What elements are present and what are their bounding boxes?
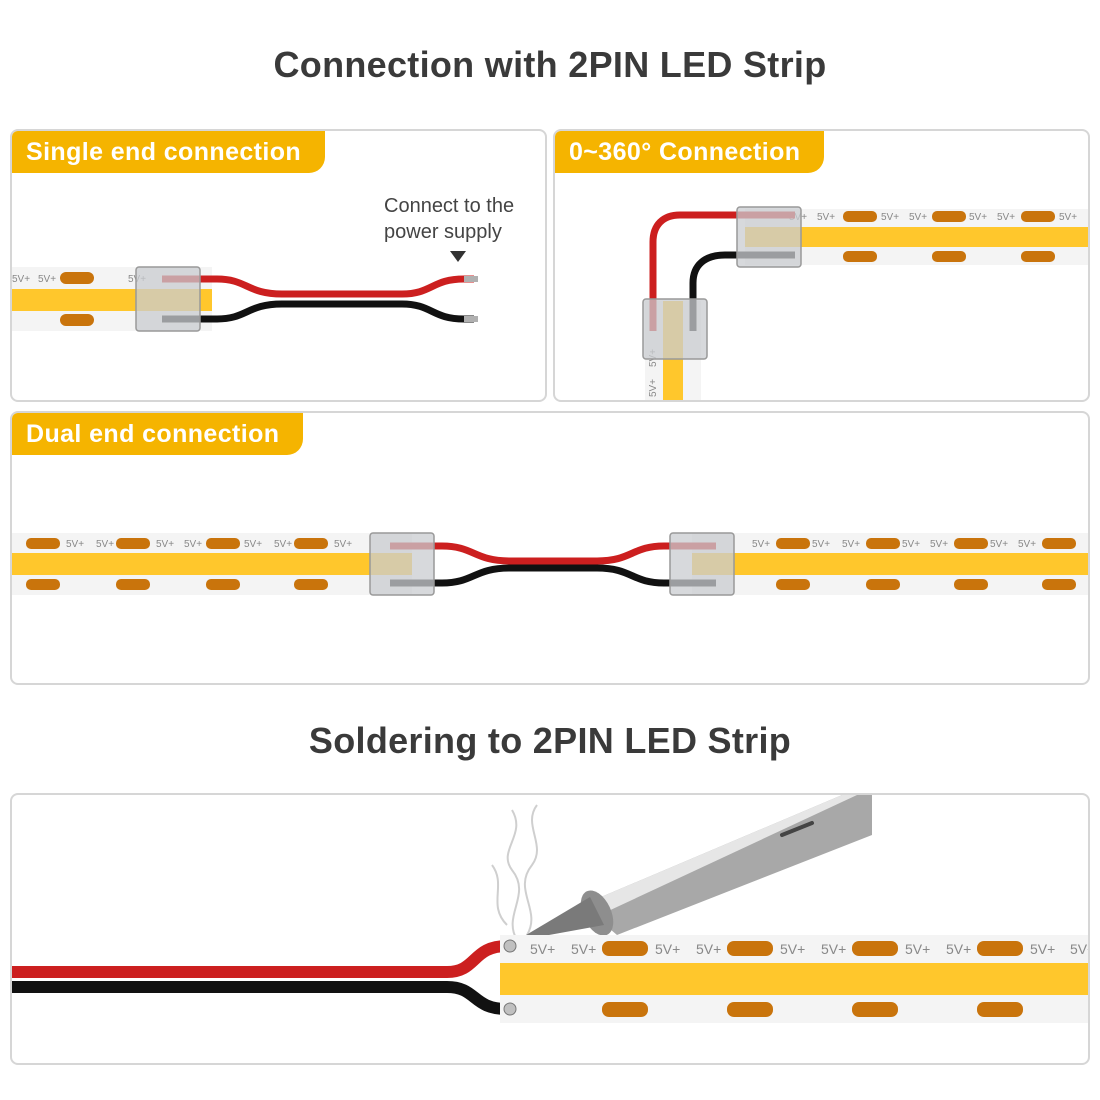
strip-marking: 5V+ bbox=[655, 941, 680, 957]
strip-marking: 5V+ bbox=[909, 212, 927, 223]
soldering-iron-icon bbox=[516, 795, 872, 941]
led-strip: 5V+ 5V+ 5V+ 5V+ 5V+ 5V+ 5V+ 5V+ 5V+ 5V+ bbox=[500, 935, 1090, 1023]
strip-marking: 5V+ bbox=[12, 274, 30, 285]
single-end-diagram: 5V+ 5V+ 5V+ bbox=[12, 266, 478, 332]
strip-marking: 5V+ bbox=[571, 941, 596, 957]
strip-marking: 5V+ bbox=[1070, 941, 1090, 957]
smoke-icon bbox=[491, 804, 538, 941]
callout-text: Connect to the power supply bbox=[384, 193, 514, 245]
strip-marking: 5V+ bbox=[96, 539, 114, 550]
strip-marking: 5V+ bbox=[990, 539, 1008, 550]
dual-end-diagram: 5V+ 5V+ 5V+ 5V+ 5V+ 5V+ 5V+ 5V+ 5V+ 5V+ … bbox=[12, 532, 1088, 596]
connector-clip bbox=[369, 532, 435, 596]
connector-clip bbox=[135, 266, 201, 332]
strip-marking: 5V+ bbox=[902, 539, 920, 550]
strip-marking: 5V+ bbox=[696, 941, 721, 957]
strip-marking: 5V+ bbox=[156, 539, 174, 550]
left-led-strip: 5V+ 5V+ 5V+ 5V+ 5V+ 5V+ 5V+ bbox=[12, 533, 412, 595]
strip-marking: 5V+ bbox=[1030, 941, 1055, 957]
solder-joint bbox=[503, 939, 517, 953]
strip-marking: 5V+ bbox=[274, 539, 292, 550]
strip-marking: 5V+ bbox=[38, 274, 56, 285]
callout-line-2: power supply bbox=[384, 221, 502, 243]
connector-clip bbox=[669, 532, 735, 596]
strip-marking: 5V+ bbox=[946, 941, 971, 957]
soldering-panel: 5V+ 5V+ 5V+ 5V+ 5V+ 5V+ 5V+ 5V+ 5V+ 5V+ bbox=[10, 793, 1090, 1065]
black-wire bbox=[162, 300, 474, 323]
strip-marking: 5V+ bbox=[244, 539, 262, 550]
angle-connection-panel: 0~360° Connection 5V+ 5V+ 5V+ 5V+ 5V+ 5V… bbox=[553, 129, 1090, 402]
strip-marking: 5V+ bbox=[821, 941, 846, 957]
strip-marking: 5V+ bbox=[530, 941, 555, 957]
strip-marking: 5V+ bbox=[881, 212, 899, 223]
callout-line-1: Connect to the bbox=[384, 195, 515, 217]
solder-joint bbox=[503, 1002, 517, 1016]
strip-marking: 5V+ bbox=[930, 539, 948, 550]
connector-clip bbox=[642, 298, 708, 360]
angle-connection-diagram: 5V+ 5V+ 5V+ 5V+ 5V+ 5V+ 5V+ 5V+ 5V+ bbox=[642, 206, 1088, 400]
dual-end-panel: Dual end connection 5V+ 5V+ 5V+ 5V+ 5V+ … bbox=[10, 411, 1090, 685]
strip-marking: 5V+ bbox=[752, 539, 770, 550]
strip-marking: 5V+ bbox=[780, 941, 805, 957]
red-wire bbox=[649, 211, 795, 331]
strip-marking: 5V+ bbox=[184, 539, 202, 550]
connector-clip bbox=[736, 206, 802, 268]
red-wire bbox=[162, 275, 474, 298]
dual-end-label: Dual end connection bbox=[12, 413, 304, 455]
single-end-label: Single end connection bbox=[12, 131, 326, 173]
strip-marking: 5V+ bbox=[817, 212, 835, 223]
black-wire bbox=[689, 251, 795, 331]
horizontal-led-strip: 5V+ 5V+ 5V+ 5V+ 5V+ 5V+ 5V+ bbox=[745, 209, 1088, 265]
angle-connection-label: 0~360° Connection bbox=[555, 131, 825, 173]
single-end-panel: Single end connection Connect to the pow… bbox=[10, 129, 547, 402]
strip-marking: 5V+ bbox=[648, 379, 659, 397]
red-wire bbox=[12, 940, 508, 978]
strip-marking: 5V+ bbox=[1018, 539, 1036, 550]
strip-marking: 5V+ bbox=[905, 941, 930, 957]
strip-marking: 5V+ bbox=[969, 212, 987, 223]
strip-marking: 5V+ bbox=[334, 539, 352, 550]
strip-marking: 5V+ bbox=[812, 539, 830, 550]
soldering-diagram: 5V+ 5V+ 5V+ 5V+ 5V+ 5V+ 5V+ 5V+ 5V+ 5V+ bbox=[12, 795, 1090, 1023]
down-triangle-icon bbox=[450, 251, 466, 262]
strip-marking: 5V+ bbox=[997, 212, 1015, 223]
strip-marking: 5V+ bbox=[66, 539, 84, 550]
black-wire bbox=[390, 564, 716, 587]
section-title: Soldering to 2PIN LED Strip bbox=[308, 720, 792, 761]
red-wire bbox=[390, 542, 716, 565]
page-title: Connection with 2PIN LED Strip bbox=[273, 44, 827, 85]
right-led-strip: 5V+ 5V+ 5V+ 5V+ 5V+ 5V+ 5V+ bbox=[692, 533, 1088, 595]
strip-marking: 5V+ bbox=[1059, 212, 1077, 223]
strip-marking: 5V+ bbox=[842, 539, 860, 550]
black-wire bbox=[12, 981, 508, 1015]
